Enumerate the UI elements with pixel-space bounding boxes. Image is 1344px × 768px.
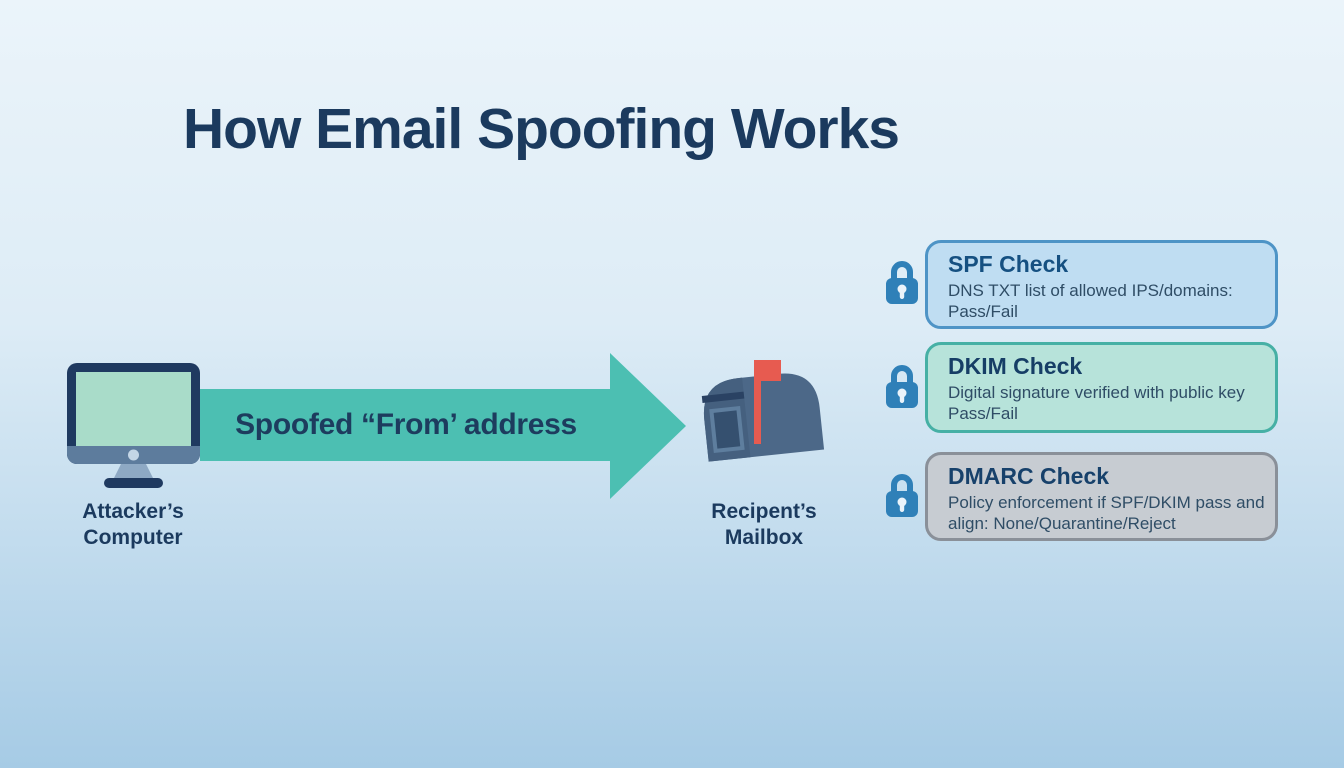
computer-monitor-icon: [60, 360, 205, 495]
attacker-label-line2: Computer: [83, 526, 183, 549]
spf-desc-line1: DNS TXT list of allowed IPS/domains:: [948, 281, 1233, 300]
mailbox-label-line2: Mailbox: [724, 526, 804, 549]
page-title: How Email Spoofing Works: [183, 97, 900, 161]
dkim-check-description: Digital signature verified with public k…: [948, 382, 1267, 424]
spf-check-card: SPF Check DNS TXT list of allowed IPS/do…: [925, 240, 1278, 329]
lock-icon: [884, 471, 920, 524]
spf-check-description: DNS TXT list of allowed IPS/domains: Pas…: [948, 280, 1267, 322]
dkim-desc-line2: Pass/Fail: [948, 404, 1018, 423]
dmarc-check-card: DMARC Check Policy enforcement if SPF/DK…: [925, 452, 1278, 541]
dkim-check-card: DKIM Check Digital signature verified wi…: [925, 342, 1278, 433]
attacker-label-line1: Attacker’s: [82, 500, 184, 523]
attacker-computer-label: Attacker’s Computer: [33, 499, 233, 551]
lock-icon: [884, 362, 920, 415]
spoofed-arrow-head: [610, 353, 686, 499]
dmarc-desc-line1: Policy enforcement if SPF/DKIM pass and: [948, 493, 1265, 512]
mailbox-label-line1: Recipent’s: [711, 500, 817, 523]
spf-desc-line2: Pass/Fail: [948, 302, 1018, 321]
mailbox-flag: [754, 360, 781, 381]
recipient-mailbox-label: Recipent’s Mailbox: [664, 499, 864, 551]
mailbox-icon: [690, 352, 830, 479]
spoofed-arrow-shaft: [200, 389, 612, 461]
dkim-check-title: DKIM Check: [948, 353, 1083, 379]
lock-icon: [884, 258, 920, 311]
spf-check-title: SPF Check: [948, 251, 1069, 277]
mailbox-flag-pole: [754, 360, 761, 444]
dmarc-check-description: Policy enforcement if SPF/DKIM pass and …: [948, 492, 1267, 534]
dmarc-check-title: DMARC Check: [948, 463, 1110, 489]
dmarc-desc-line2: align: None/Quarantine/Reject: [948, 514, 1176, 533]
dkim-desc-line1: Digital signature verified with public k…: [948, 383, 1245, 402]
spoofed-arrow-label: Spoofed “From’ address: [235, 408, 577, 441]
